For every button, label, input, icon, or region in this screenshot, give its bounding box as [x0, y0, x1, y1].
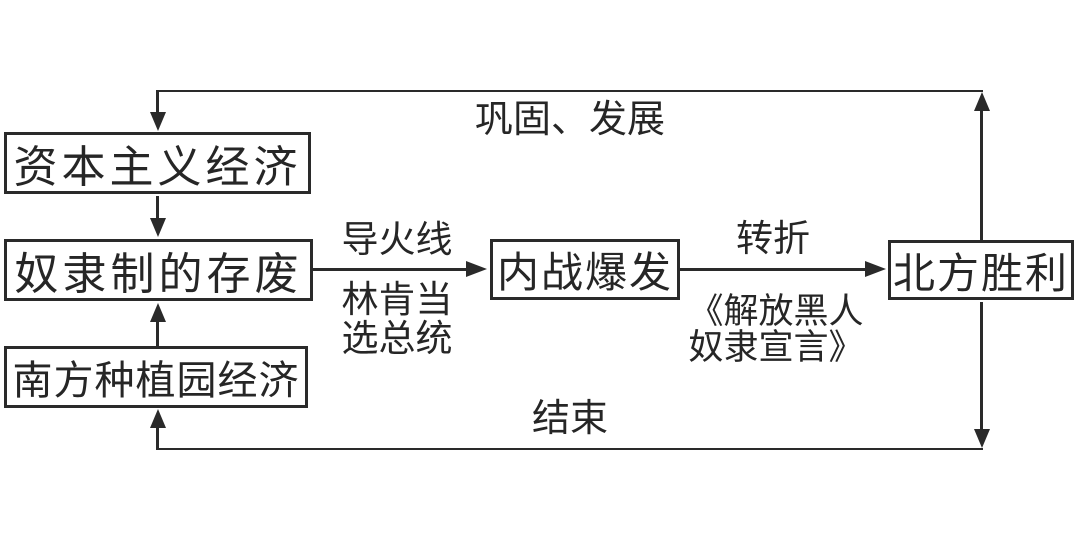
edge-line-loop-bottom-right-stub: [980, 302, 983, 430]
edge-line-loop-top-left-stub: [156, 90, 159, 114]
node-capitalism-label: 资本主义经济: [13, 143, 302, 192]
proclamation-line1: 《解放黑人: [688, 292, 864, 331]
lincoln-elected-line2: 选总统: [341, 319, 453, 360]
proclamation-line2: 奴隶宣言》: [688, 328, 864, 367]
edge-label-emancipation-proclamation: 《解放黑人 奴隶宣言》: [648, 294, 904, 366]
arrowhead-up-into-plantation: [150, 409, 166, 428]
edge-label-lincoln-elected: 林肯当 选总统: [330, 281, 464, 359]
edge-line-capitalism-to-slavery: [156, 196, 159, 220]
arrowhead-down-into-capitalism: [150, 112, 166, 131]
node-capitalism: 资本主义经济: [4, 132, 311, 194]
edge-label-turning-point: 转折: [702, 220, 844, 259]
node-slavery-issue-label: 奴隶制的存废: [14, 250, 303, 299]
fuse-text: 导火线: [341, 220, 453, 261]
edge-line-loop-top-right-stub: [980, 104, 983, 240]
arrowhead-down-from-victory: [974, 429, 990, 448]
node-civil-war: 内战爆发: [490, 239, 680, 300]
node-slavery-issue: 奴隶制的存废: [4, 239, 313, 301]
edge-line-civilwar-to-victory: [680, 268, 866, 271]
lincoln-elected-line1: 林肯当: [341, 280, 453, 321]
edge-line-loop-bottom-left-stub: [156, 426, 159, 449]
edge-label-fuse: 导火线: [330, 221, 464, 260]
arrowhead-up-into-slavery: [150, 303, 166, 322]
consolidate-develop-text: 巩固、发展: [474, 99, 665, 141]
arrowhead-right-into-civilwar: [466, 261, 487, 277]
edge-line-loop-top: [156, 90, 983, 92]
arrowhead-up-from-victory: [974, 92, 990, 111]
node-plantation-label: 南方种植园经济: [12, 358, 300, 403]
edge-line-slavery-to-civilwar: [313, 268, 468, 271]
edge-line-loop-bottom: [156, 448, 983, 450]
arrowhead-down-into-slavery: [150, 218, 166, 237]
node-plantation: 南方种植园经济: [4, 346, 308, 408]
node-north-victory-label: 北方胜利: [892, 251, 1069, 298]
edge-label-consolidate-develop: 巩固、发展: [420, 100, 720, 140]
edge-line-plantation-to-slavery: [156, 320, 159, 346]
node-north-victory: 北方胜利: [888, 240, 1074, 300]
node-civil-war-label: 内战爆发: [496, 251, 673, 297]
end-text: 结束: [531, 398, 608, 440]
arrowhead-right-into-victory: [865, 261, 886, 277]
turning-point-text: 转折: [736, 219, 810, 260]
edge-label-end: 结束: [500, 399, 640, 439]
